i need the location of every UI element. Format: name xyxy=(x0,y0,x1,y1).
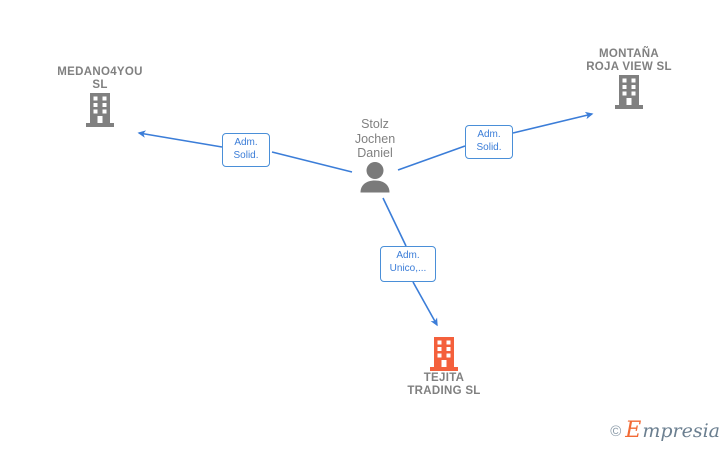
building-icon xyxy=(615,75,643,109)
node-label-tejita-trading: TEJITA TRADING SL xyxy=(407,372,481,397)
edge-line-tejita-trading-head xyxy=(412,281,438,327)
graph-node-stolz-jochen-daniel[interactable]: Stolz Jochen Daniel xyxy=(300,115,450,193)
brand-name: mpresia xyxy=(642,419,720,442)
edge-line-tejita-trading xyxy=(382,197,407,247)
edge-label-medano4you[interactable]: Adm. Solid. xyxy=(222,133,270,167)
brand-initial: E xyxy=(625,418,642,443)
graph-node-tejita-trading[interactable]: TEJITA TRADING SL xyxy=(369,333,519,398)
empresia-watermark: © E mpresia xyxy=(610,420,720,442)
node-label-medano4you: MEDANO4YOU SL xyxy=(57,66,143,91)
building-icon xyxy=(430,337,458,371)
person-icon xyxy=(360,161,390,192)
edge-line-montana-roja-view-head xyxy=(512,111,594,134)
node-label-stolz-jochen-daniel: Stolz Jochen Daniel xyxy=(354,117,396,160)
node-label-montana-roja-view: MONTAÑA ROJA VIEW SL xyxy=(586,48,672,73)
building-icon xyxy=(86,93,114,127)
graph-node-montana-roja-view[interactable]: MONTAÑA ROJA VIEW SL xyxy=(554,46,704,110)
graph-node-medano4you[interactable]: MEDANO4YOU SL xyxy=(25,64,175,128)
copyright-icon: © xyxy=(610,422,622,440)
edge-line-montana-roja-view xyxy=(397,145,466,171)
edge-line-medano4you-head xyxy=(137,130,223,148)
edge-label-montana-roja-view[interactable]: Adm. Solid. xyxy=(465,125,513,159)
edge-line-medano4you xyxy=(271,151,353,173)
edge-label-tejita-trading[interactable]: Adm. Unico,... xyxy=(380,246,436,282)
